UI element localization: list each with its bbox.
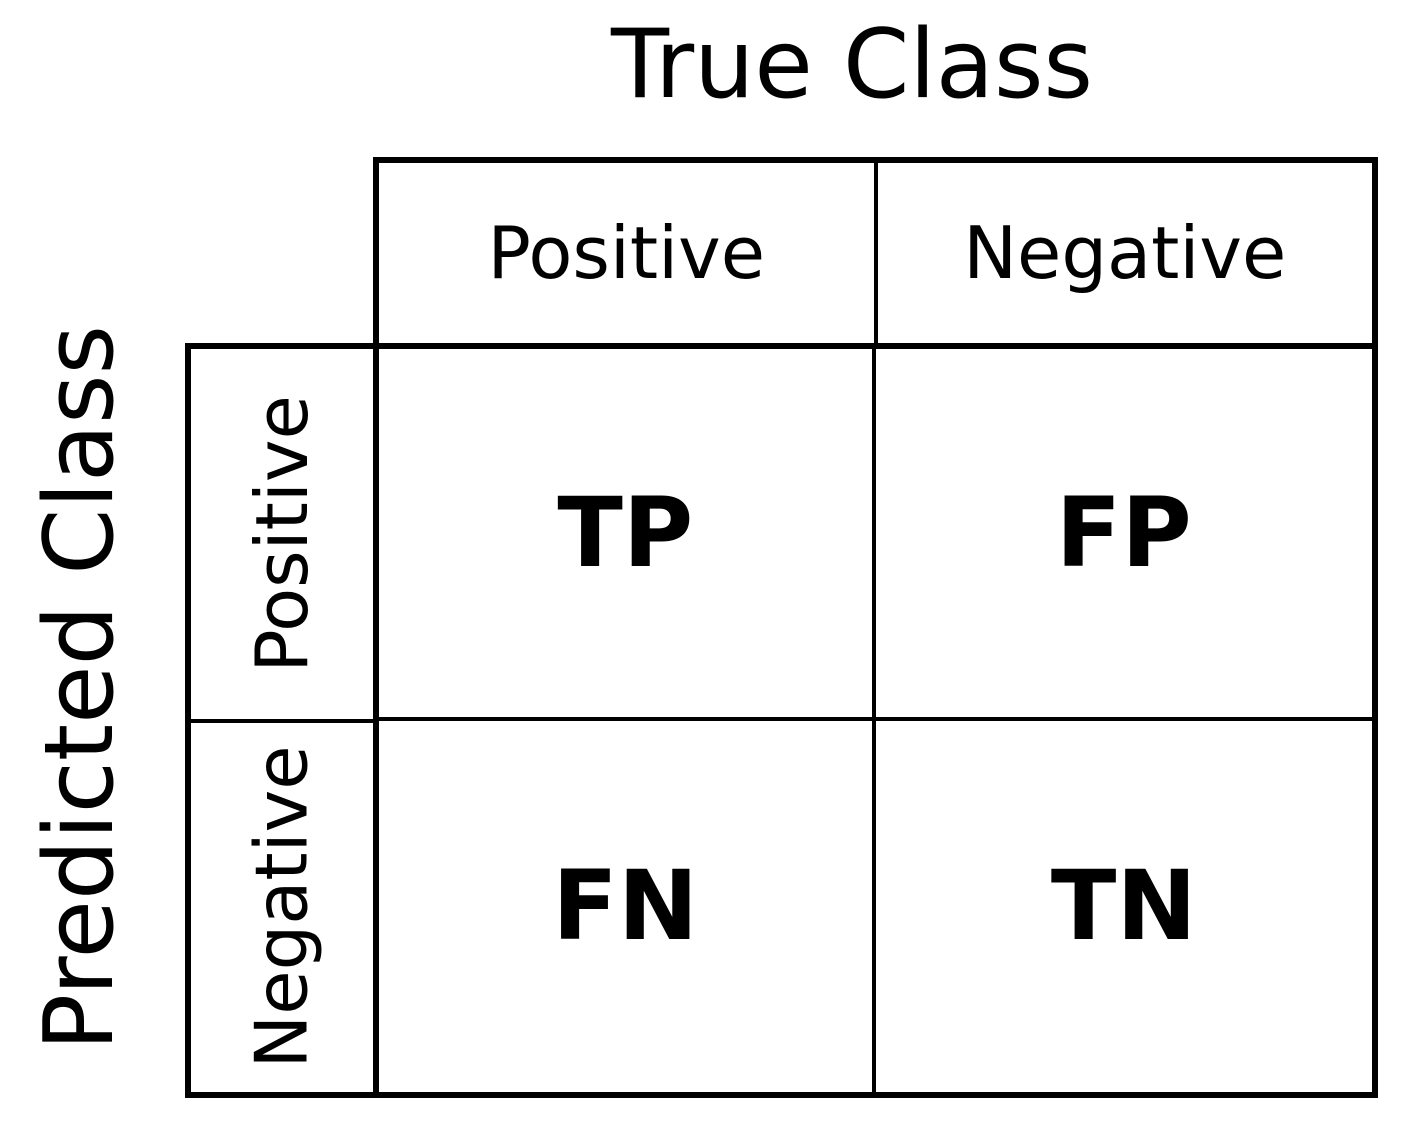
cell-false-positive: FP xyxy=(875,349,1372,721)
row-header-column: Positive Negative xyxy=(185,343,373,1098)
cell-true-negative: TN xyxy=(1050,850,1197,963)
row-header-positive: Positive xyxy=(191,349,373,723)
cell-true-positive: TP xyxy=(379,349,876,721)
col-header-negative: Negative xyxy=(963,211,1287,295)
chart-title: True Class xyxy=(611,10,1093,120)
cell-false-negative: FN xyxy=(379,720,876,1092)
col-header-positive: Positive xyxy=(379,163,878,343)
matrix-body: TP FP FN TN xyxy=(373,343,1378,1098)
row-header-negative: Negative xyxy=(191,723,373,1093)
row-header-negative-label: Negative xyxy=(240,745,324,1069)
column-header-row: Positive Negative xyxy=(373,157,1378,343)
y-axis-label: Predicted Class xyxy=(25,324,135,1052)
row-header-positive-label: Positive xyxy=(240,394,324,673)
